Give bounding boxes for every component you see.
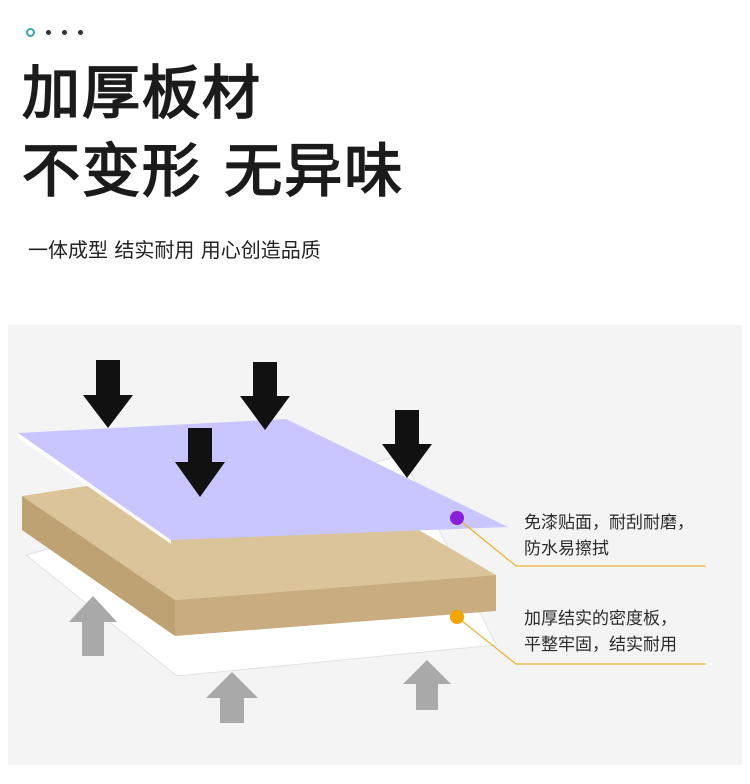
up-arrow-icon xyxy=(69,596,117,656)
callout-board: 加厚结实的密度板， 平整牢固，结实耐用 xyxy=(524,606,677,658)
ring-dot-icon xyxy=(26,28,35,37)
callout-board-line-1: 加厚结实的密度板， xyxy=(524,609,677,629)
down-arrow-icon xyxy=(175,428,225,497)
leader-line xyxy=(456,517,706,567)
callout-surface: 免漆贴面，耐刮耐磨， 防水易擦拭 xyxy=(524,510,694,562)
down-arrow-icon xyxy=(240,362,290,430)
laminate-surface xyxy=(18,419,508,540)
leader-line xyxy=(456,616,706,665)
board-side-front xyxy=(175,575,496,636)
down-arrow-icon xyxy=(382,410,432,478)
dot-icon xyxy=(46,30,51,35)
callout-dot-surface xyxy=(450,511,464,525)
dot-icon xyxy=(62,30,67,35)
headline-line-2: 不变形 无异味 xyxy=(22,137,405,205)
callout-surface-line-1: 免漆贴面，耐刮耐磨， xyxy=(524,513,694,533)
dot-icon xyxy=(78,30,83,35)
up-arrow-icon xyxy=(403,660,451,710)
subtitle: 一体成型 结实耐用 用心创造品质 xyxy=(28,238,321,262)
callout-board-line-2: 平整牢固，结实耐用 xyxy=(524,635,677,655)
callout-surface-line-2: 防水易擦拭 xyxy=(524,539,609,559)
callout-dot-board xyxy=(450,610,464,624)
headline-line-1: 加厚板材 xyxy=(22,59,263,127)
board-side-left xyxy=(22,496,175,636)
decorative-dots xyxy=(26,28,83,37)
down-arrow-icon xyxy=(83,360,133,428)
up-arrow-icon xyxy=(206,672,258,723)
